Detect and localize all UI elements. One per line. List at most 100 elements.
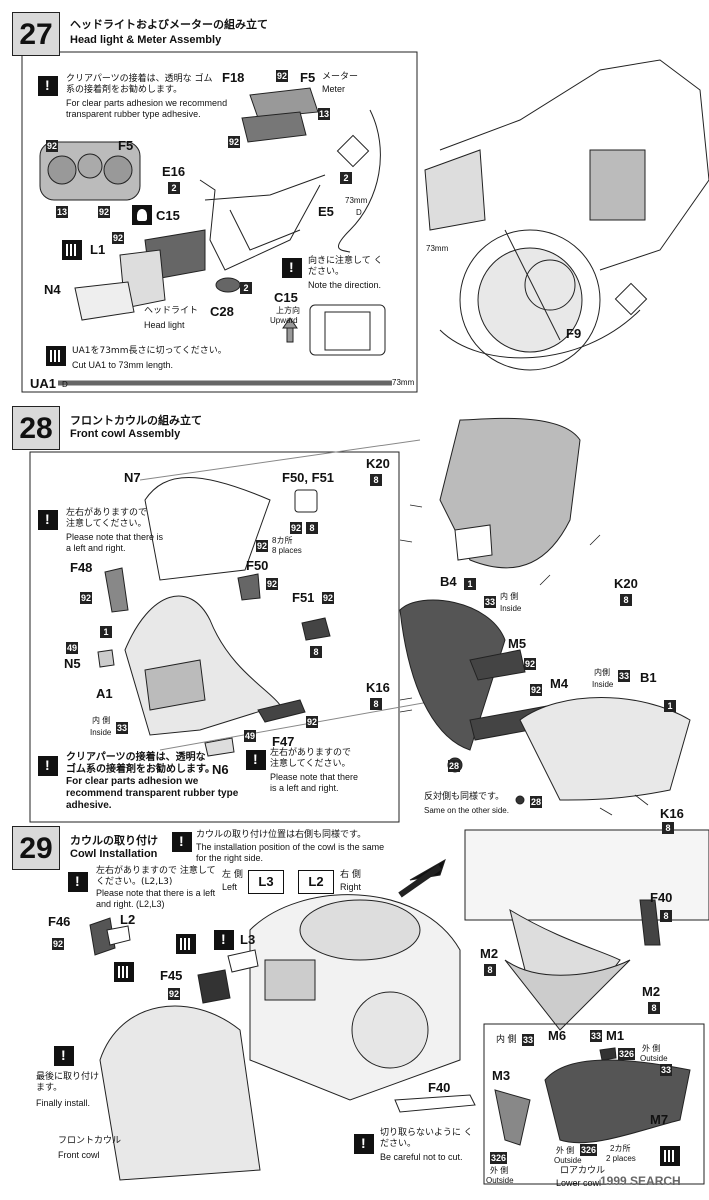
part-F45: F45 [160,968,183,983]
clear-note-en: For clear parts adhesion we recommend tr… [66,98,228,119]
part-A1: A1 [96,686,113,701]
part-K16: K16 [366,680,390,695]
step-title-jp: フロントカウルの組み立て [70,414,202,427]
part-C28: C28 [210,304,234,319]
step-title-jp: カウルの取り付け [70,834,158,847]
part-number-badge: 92 [168,988,181,1000]
step-title-en: Cowl Installation [70,848,158,860]
step-title-en: Front cowl Assembly [70,428,181,440]
warning-icon [282,258,302,278]
final-note-jp: 最後に取り付け ます。 [36,1072,100,1093]
position-note-jp: カウルの取り付け位置は右側も同様です。 [196,830,367,840]
direction-note-jp: 向きに注意して ください。 [308,256,383,277]
left-part-box: L3 [248,870,284,894]
part-B1: B1 [640,670,657,685]
warning-icon [354,1134,374,1154]
inside3-en: Inside [592,680,614,689]
part-F5: F5 [118,138,134,153]
part-number-badge: 8 [660,910,672,922]
part-number-badge: 92 [290,522,303,534]
part-B4: B4 [440,574,457,589]
part-L2: L2 [120,912,136,927]
part-number-badge: 8 [370,474,382,486]
part-number-badge: 92 [52,938,65,950]
lr-note-en: Please note that there is a left and rig… [96,888,216,909]
clear-note-en: For clear parts adhesion we recommend tr… [66,776,239,811]
part-E5: E5 [318,204,334,219]
step-number: 29 [12,826,60,870]
part-F48: F48 [70,560,93,575]
part-M3: M3 [492,1068,511,1083]
careful-note-en: Be careful not to cut. [380,1152,463,1162]
part-number-badge: 33 [660,1064,673,1076]
lr-note2-jp: 左右がありますので 注意してください。 [270,748,352,769]
part-number-badge: 8 [310,646,322,658]
upward-en: Upward [270,316,298,325]
part-M1: M1 [606,1028,625,1043]
clear-note-jp: クリアパーツの接着は、透明な ゴム系の接着剤をお勧めします。 [66,752,215,775]
part-number-badge: 28 [448,760,461,772]
warning-icon [214,930,234,950]
inside2-en: Inside [500,604,522,613]
same-note-en: Same on the other side. [424,806,509,815]
part-C15-detail: C15 [274,290,298,305]
part-K20-right: K20 [614,576,638,591]
two-places-en: 2 places [606,1154,636,1163]
outside3-en: Outside [554,1156,582,1165]
part-number-badge: 1 [100,626,112,638]
final-note-en: Finally install. [36,1098,91,1108]
two-places-jp: 2カ所 [610,1144,631,1153]
watermark: 1999 SEARCH [600,1174,681,1188]
part-number-badge: 13 [318,108,331,120]
part-number-badge: 2 [168,182,180,194]
part-N4: N4 [44,282,61,297]
outside2-jp: 外 側 [490,1166,509,1175]
part-number-badge: 2 [340,172,352,184]
cut-note-en: Cut UA1 to 73mm length. [72,360,174,370]
part-M7: M7 [650,1112,669,1127]
part-number-badge: 326 [618,1048,636,1060]
part-number-badge: 33 [522,1034,535,1046]
cut-icon [46,346,66,366]
step-title-jp: ヘッドライトおよびメーターの組み立て [70,18,268,31]
part-number-badge: 33 [590,1030,603,1042]
warning-icon [54,1046,74,1066]
warning-icon [38,756,58,776]
part-K16-right: K16 [660,806,684,821]
glue-icon [132,205,152,225]
part-F47: F47 [272,734,295,749]
part-number-badge: 13 [56,206,69,218]
part-F50-F51: F50, F51 [282,470,335,485]
eight-places-en: 8 places [272,546,302,555]
lr-note2-en: Please note that there is a left and rig… [270,772,359,793]
part-C15: C15 [156,208,180,223]
lr-note-jp: 左右がありますので 注意してください。 [66,508,148,529]
part-number-badge: 92 [46,140,59,152]
cement-icon [114,962,134,982]
part-number-badge: 92 [112,232,125,244]
part-number-badge: 8 [620,594,632,606]
left-label-en: Left [222,882,238,892]
outside-jp: 外 側 [642,1044,661,1053]
meter-label-jp: メーター [322,72,359,82]
part-number-badge: 326 [490,1152,508,1164]
cable-length: 73mm [345,196,368,205]
part-F9: F9 [566,326,582,341]
inside2-jp: 内 側 [500,592,519,601]
part-K20: K20 [366,456,390,471]
part-F46: F46 [48,914,71,929]
cement-icon [176,934,196,954]
part-number-badge: 8 [648,1002,660,1014]
part-number-badge: 92 [306,716,319,728]
meter-label-en: Meter [322,84,346,94]
headlight-label-en: Head light [144,320,185,330]
part-number-badge: 92 [228,136,241,148]
part-number-badge: 1 [464,578,476,590]
part-number-badge: 28 [530,796,543,808]
part-N5: N5 [64,656,81,671]
part-number-badge: 8 [484,964,496,976]
lower-cowl-jp: ロアカウル [560,1166,606,1176]
step-number: 28 [12,406,60,450]
front-cowl-en: Front cowl [58,1150,100,1160]
part-F40: F40 [428,1080,451,1095]
